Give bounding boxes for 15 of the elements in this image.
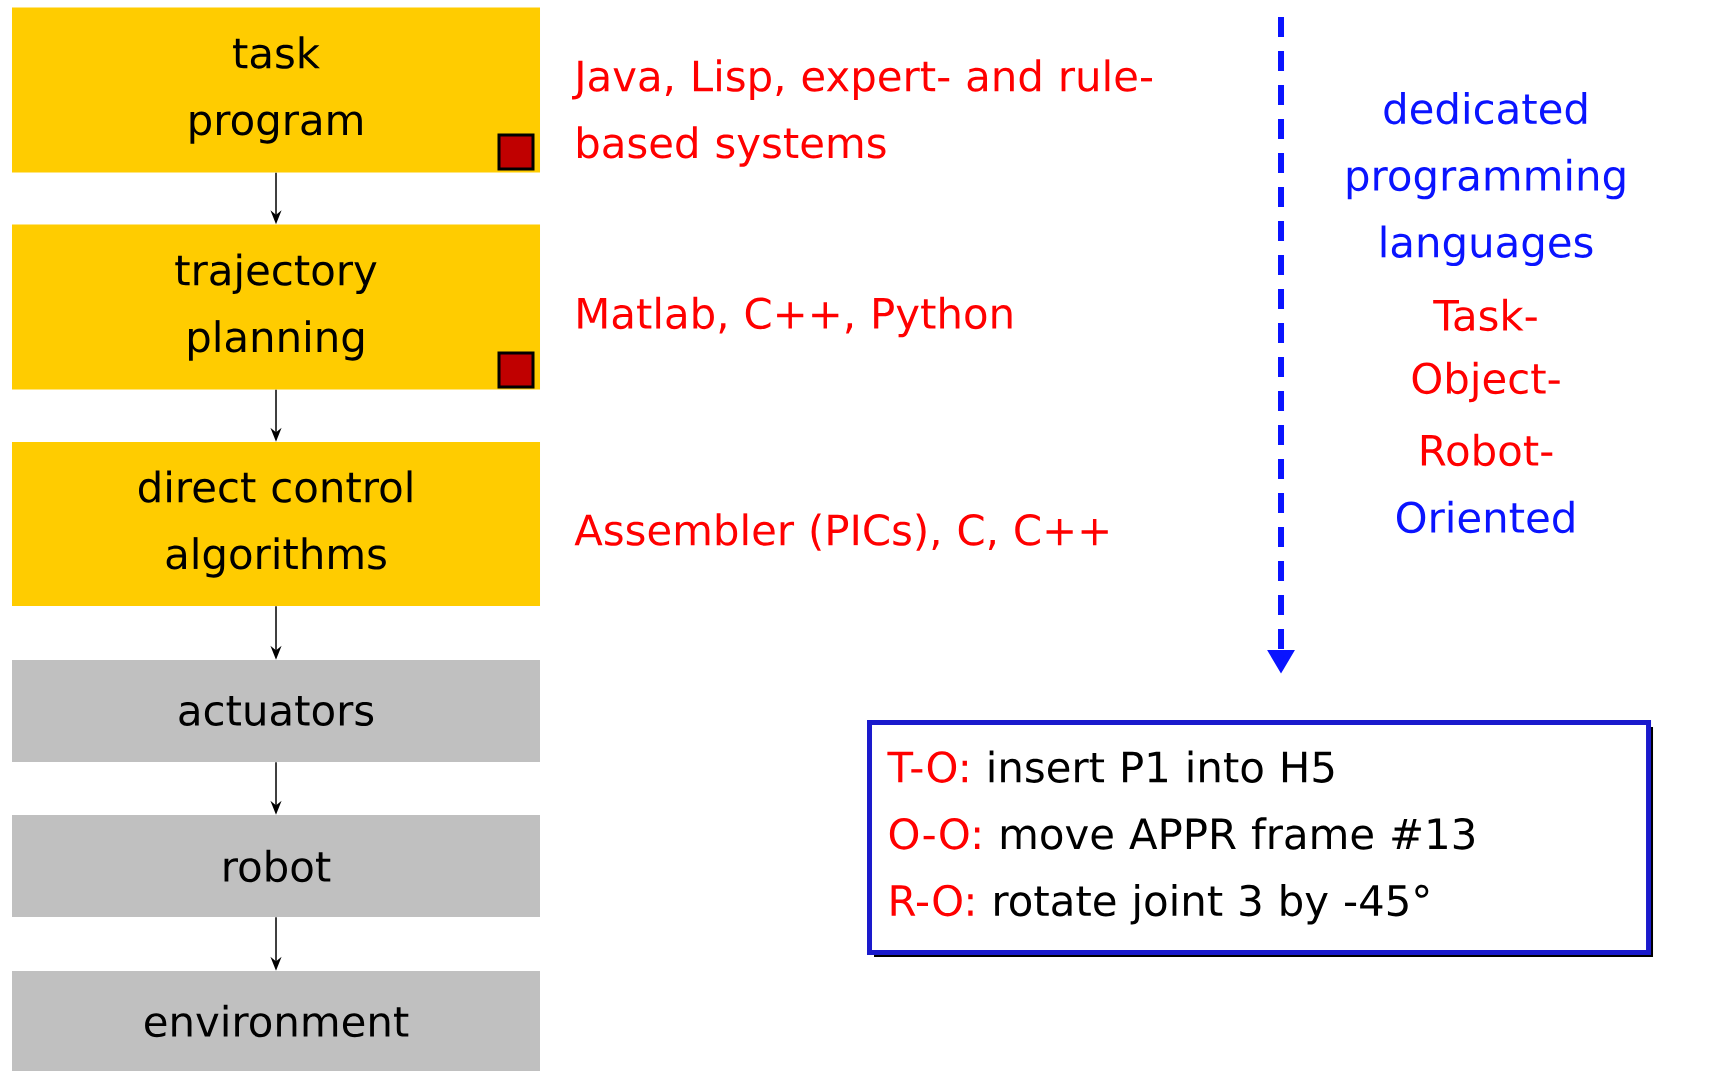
- process-box: direct control algorithms: [12, 442, 540, 606]
- annotation-text: Object-: [1412, 361, 1560, 403]
- callout-box: T-O: insert P1 into H5 O-O: move APPR frame #13 R-O: rotate joint 3 by -45°: [867, 720, 1653, 957]
- process-box: task program: [12, 7, 540, 173]
- annotation-text: Java, Lisp, expert- and rule-based systems: [572, 59, 1152, 167]
- annotation-text: Assembler (PICs), C, C++: [574, 513, 1108, 551]
- component-box: actuators: [12, 660, 540, 762]
- annotation-text: Matlab, C++, Python: [578, 296, 1012, 338]
- annotation-text: Robot-: [1421, 433, 1553, 467]
- process-box: trajectory planning: [12, 224, 540, 390]
- annotation-text: Oriented: [1397, 500, 1574, 534]
- component-box: robot: [12, 815, 540, 917]
- annotation-text: Task-: [1433, 298, 1537, 332]
- annotation-text: dedicated programming languages: [1347, 92, 1625, 266]
- component-box: environment: [12, 971, 540, 1071]
